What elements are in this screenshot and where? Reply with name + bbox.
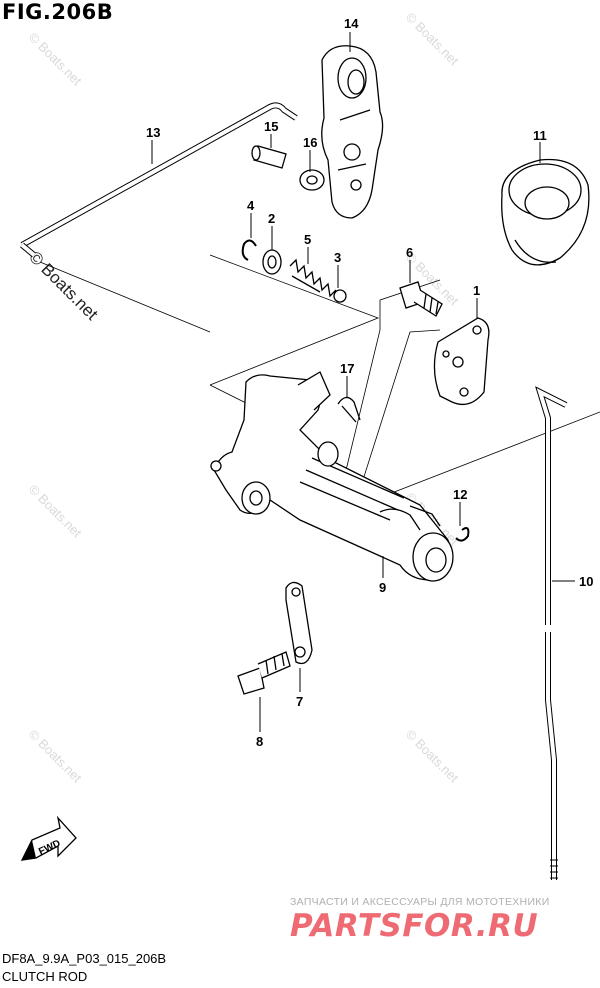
washer bbox=[299, 169, 325, 191]
callout-7: 7 bbox=[296, 694, 303, 709]
bracket-plate bbox=[433, 317, 490, 406]
spring bbox=[289, 258, 337, 298]
callout-11: 11 bbox=[533, 128, 547, 143]
circlip bbox=[241, 239, 257, 261]
callout-8: 8 bbox=[256, 734, 263, 749]
callout-4: 4 bbox=[247, 198, 255, 213]
watermark: © Boats.net bbox=[26, 30, 85, 89]
watermark: © Boats.net bbox=[26, 727, 85, 786]
callout-9: 9 bbox=[379, 580, 386, 595]
callout-2: 2 bbox=[268, 211, 275, 226]
watermark-dark: © Boats.net bbox=[25, 247, 102, 324]
clutch-rod-lower bbox=[535, 386, 568, 880]
callout-12: 12 bbox=[453, 487, 467, 502]
callout-16: 16 bbox=[303, 135, 317, 150]
callout-17: 17 bbox=[340, 361, 354, 376]
callouts: 14 13 15 16 11 4 2 5 3 6 1 17 12 9 10 7 … bbox=[146, 16, 593, 749]
pin bbox=[251, 145, 287, 169]
bolt bbox=[399, 281, 443, 317]
circlip bbox=[455, 527, 470, 542]
callout-leaders bbox=[151, 32, 575, 732]
cotter-pin bbox=[337, 396, 361, 423]
watermark: © Boats.net bbox=[403, 727, 462, 786]
clutch-shaft bbox=[210, 371, 454, 582]
callout-6: 6 bbox=[406, 245, 413, 260]
watermarks: © Boats.net © Boats.net © Boats.net © Bo… bbox=[25, 10, 462, 786]
model-code: DF8A_9.9A_P03_015_206B bbox=[2, 951, 167, 966]
callout-1: 1 bbox=[473, 283, 480, 298]
watermark: © Boats.net bbox=[26, 482, 85, 541]
figure-title: FIG.206B bbox=[2, 0, 114, 24]
watermark: © Boats.net bbox=[403, 10, 462, 69]
guide-lines bbox=[39, 254, 600, 506]
callout-14: 14 bbox=[344, 16, 359, 31]
clutch-rod-upper bbox=[20, 102, 298, 258]
bolt bbox=[237, 651, 291, 695]
diagram-name: CLUTCH ROD bbox=[2, 969, 88, 984]
callout-13: 13 bbox=[146, 125, 160, 140]
dealer-caption: ЗАПЧАСТИ И АКСЕССУАРЫ ДЛЯ МОТОТЕХНИКИ bbox=[290, 896, 550, 908]
callout-3: 3 bbox=[334, 250, 341, 265]
dealer-logo: PARTSFOR.RU bbox=[290, 908, 539, 944]
callout-5: 5 bbox=[304, 232, 311, 247]
callout-10: 10 bbox=[579, 574, 593, 589]
link-plate bbox=[285, 581, 313, 665]
callout-15: 15 bbox=[264, 119, 278, 134]
grommet bbox=[501, 158, 590, 266]
shift-lever bbox=[321, 45, 384, 219]
steel-ball bbox=[333, 289, 347, 303]
washer bbox=[262, 249, 282, 275]
fwd-arrow-icon: FWD bbox=[20, 815, 77, 861]
